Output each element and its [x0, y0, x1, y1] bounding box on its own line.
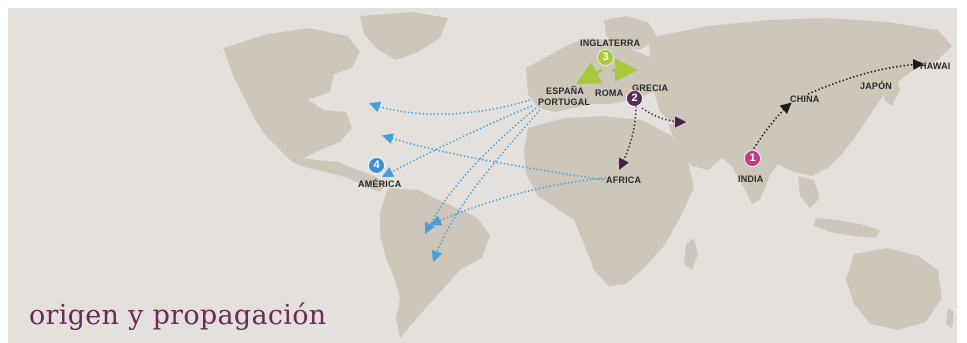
- routes-purple: [618, 105, 687, 171]
- place-label-japon: JAPÓN: [860, 81, 893, 91]
- land-scandinavia: [604, 16, 658, 50]
- land-se-asia: [798, 176, 820, 208]
- place-label-grecia: GRECIA: [632, 83, 669, 93]
- place-label-india: INDIA: [738, 174, 764, 184]
- land-australia: [846, 248, 942, 330]
- landmasses: [223, 12, 954, 338]
- place-label-hawai: HAWAI: [920, 61, 951, 71]
- route-africa-to-south-america: [429, 177, 607, 226]
- world-map: INGLATERRA ESPAÑA PORTUGAL ROMA GRECIA A…: [8, 8, 957, 343]
- routes-green: [575, 58, 639, 85]
- land-greenland: [360, 12, 448, 60]
- place-label-america: AMÉRICA: [358, 179, 402, 189]
- route-africa-to-caribbean: [381, 133, 605, 181]
- place-label-portugal: PORTUGAL: [538, 97, 591, 107]
- land-indonesia: [814, 218, 880, 238]
- place-label-china: CHINA: [790, 94, 820, 104]
- routes-blue: [368, 99, 607, 263]
- land-south-america: [380, 188, 490, 338]
- marker-grecia: 2: [627, 91, 642, 106]
- place-label-roma: ROMA: [595, 88, 624, 98]
- land-north-america: [223, 28, 360, 158]
- place-label-africa: AFRICA: [606, 175, 642, 185]
- marker-inglaterra: 3: [598, 50, 613, 65]
- land-japan: [884, 74, 900, 106]
- route-grecia-to-east: [641, 107, 687, 128]
- route-portugal-to-south-america-b: [431, 109, 541, 263]
- map-title: origen y propagación: [29, 300, 327, 331]
- route-portugal-to-america: [382, 105, 533, 178]
- marker-india: 1: [745, 151, 760, 166]
- land-india: [732, 148, 776, 204]
- land-new-zealand: [946, 308, 954, 328]
- world-map-svg: [223, 12, 954, 338]
- marker-america: 4: [369, 158, 384, 173]
- route-espana-to-north-america: [368, 99, 531, 115]
- land-central-america: [278, 148, 386, 192]
- place-label-inglaterra: INGLATERRA: [580, 38, 641, 48]
- place-label-espana: ESPAÑA: [546, 86, 585, 96]
- land-asia: [648, 18, 952, 194]
- land-arabia: [668, 124, 722, 170]
- route-inglaterra-to-west: [575, 62, 603, 85]
- land-africa: [524, 116, 694, 286]
- land-madagascar: [684, 238, 698, 270]
